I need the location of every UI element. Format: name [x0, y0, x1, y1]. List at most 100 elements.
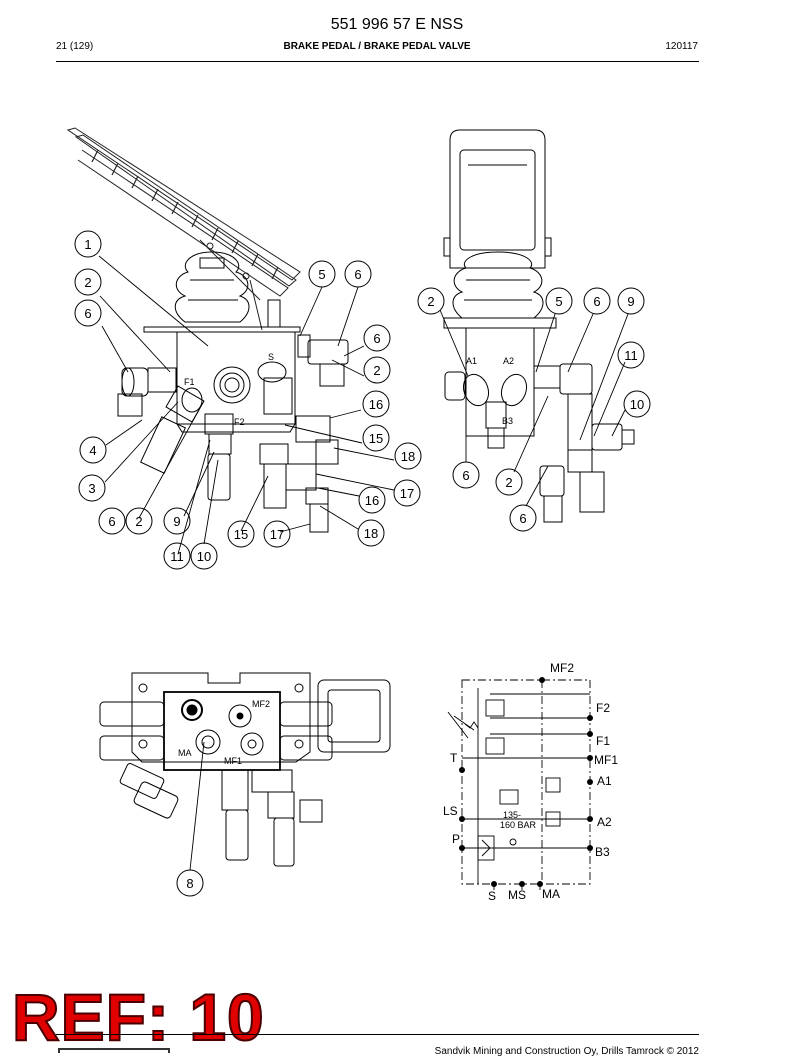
valve-body-front	[443, 317, 635, 523]
port-s: S	[488, 889, 496, 903]
callout-6: 6	[74, 299, 102, 327]
side-view-callouts: 1 2 6 5 6 6 2 16 15 18 4 3 17 16 18 6 2 …	[74, 230, 422, 570]
svg-text:9: 9	[173, 514, 180, 529]
callout-3: 3	[78, 474, 106, 502]
svg-text:5: 5	[555, 294, 562, 309]
svg-text:15: 15	[234, 527, 248, 542]
footer-divider	[56, 1034, 699, 1035]
front-view-drawing: 2 5 6 9 11 10 6 2 6 A1 A2 B3	[417, 129, 651, 532]
svg-text:2: 2	[373, 363, 380, 378]
marking-a2: A2	[503, 356, 514, 366]
svg-text:16: 16	[369, 397, 383, 412]
port-b3: B3	[595, 845, 610, 859]
callout-11: 11	[617, 341, 645, 369]
port-a2: A2	[597, 815, 612, 829]
port-mf2: MF2	[550, 661, 574, 675]
pedal-front	[443, 129, 552, 269]
side-view-leaders	[98, 255, 395, 555]
fitting-s	[259, 443, 329, 533]
svg-text:3: 3	[88, 481, 95, 496]
marking-ma: MA	[178, 748, 192, 758]
svg-text:10: 10	[630, 397, 644, 412]
svg-text:10: 10	[197, 549, 211, 564]
marking-mf1: MF1	[224, 756, 242, 766]
callout-6: 6	[344, 260, 372, 288]
callout-6: 6	[509, 504, 537, 532]
port-ls: LS	[443, 804, 458, 818]
svg-text:6: 6	[462, 468, 469, 483]
callout-15: 15	[362, 424, 390, 452]
callout-15: 15	[227, 520, 255, 548]
section-title: BRAKE PEDAL / BRAKE PEDAL VALVE	[283, 41, 471, 52]
svg-text:6: 6	[354, 267, 361, 282]
svg-text:2: 2	[427, 294, 434, 309]
marking-s: S	[268, 352, 274, 362]
svg-text:11: 11	[170, 549, 184, 564]
port-f1: F1	[596, 734, 610, 748]
svg-text:6: 6	[108, 514, 115, 529]
port-a1: A1	[597, 774, 612, 788]
svg-text:6: 6	[373, 331, 380, 346]
svg-text:15: 15	[369, 431, 383, 446]
callout-18: 18	[394, 442, 422, 470]
marking-f1: F1	[184, 377, 195, 387]
svg-text:1: 1	[84, 237, 91, 252]
svg-text:5: 5	[318, 267, 325, 282]
svg-text:6: 6	[593, 294, 600, 309]
callout-2: 2	[125, 507, 153, 535]
fitting-f2	[204, 413, 234, 501]
svg-text:2: 2	[135, 514, 142, 529]
callout-10: 10	[623, 390, 651, 418]
svg-text:17: 17	[400, 486, 414, 501]
svg-text:6: 6	[519, 511, 526, 526]
pressure-note-line-2: 160 BAR	[500, 820, 537, 830]
svg-text:9: 9	[627, 294, 634, 309]
svg-text:2: 2	[84, 275, 91, 290]
sandvik-logo	[58, 1048, 170, 1053]
callout-17: 17	[393, 479, 421, 507]
callout-5: 5	[308, 260, 336, 288]
port-t: T	[450, 751, 458, 765]
footer-copyright: Sandvik Mining and Construction Oy, Dril…	[434, 1046, 699, 1057]
callout-1: 1	[74, 230, 102, 258]
callout-6: 6	[98, 507, 126, 535]
callout-9: 9	[163, 507, 191, 535]
callout-2: 2	[495, 468, 523, 496]
callout-6: 6	[363, 324, 391, 352]
top-view-drawing: 8 MF2 MA MF1	[99, 672, 391, 897]
callout-2: 2	[74, 268, 102, 296]
port-f2: F2	[596, 701, 610, 715]
port-ma: MA	[542, 887, 560, 901]
callout-8: 8	[176, 869, 204, 897]
marking-mf2: MF2	[252, 699, 270, 709]
callout-18: 18	[357, 519, 385, 547]
callout-4: 4	[79, 436, 107, 464]
callout-6: 6	[583, 287, 611, 315]
port-ms: MS	[508, 888, 526, 902]
page-reference: 21 (129)	[56, 41, 94, 52]
callout-9: 9	[617, 287, 645, 315]
callout-6: 6	[452, 461, 480, 489]
callout-2: 2	[417, 287, 445, 315]
pedal-plate	[66, 127, 301, 331]
fitting-left-elbow	[117, 367, 177, 417]
svg-text:18: 18	[364, 526, 378, 541]
callout-11: 11	[163, 542, 191, 570]
svg-text:4: 4	[89, 443, 96, 458]
callout-5: 5	[545, 287, 573, 315]
marking-a1: A1	[466, 356, 477, 366]
callout-17: 17	[263, 520, 291, 548]
svg-text:6: 6	[84, 306, 91, 321]
mounting-plate	[131, 672, 311, 763]
date-code: 120117	[665, 41, 698, 52]
svg-text:11: 11	[624, 348, 638, 363]
port-p: P	[452, 832, 460, 846]
callout-2: 2	[363, 356, 391, 384]
document-number: 551 996 57 E NSS	[330, 16, 464, 33]
callout-16: 16	[358, 486, 386, 514]
callout-10: 10	[190, 542, 218, 570]
svg-text:17: 17	[270, 527, 284, 542]
side-view-drawing: 1 2 6 5 6 6 2 16 15 18 4 3 17 16 18 6 2 …	[66, 127, 422, 570]
header-divider	[56, 61, 699, 62]
